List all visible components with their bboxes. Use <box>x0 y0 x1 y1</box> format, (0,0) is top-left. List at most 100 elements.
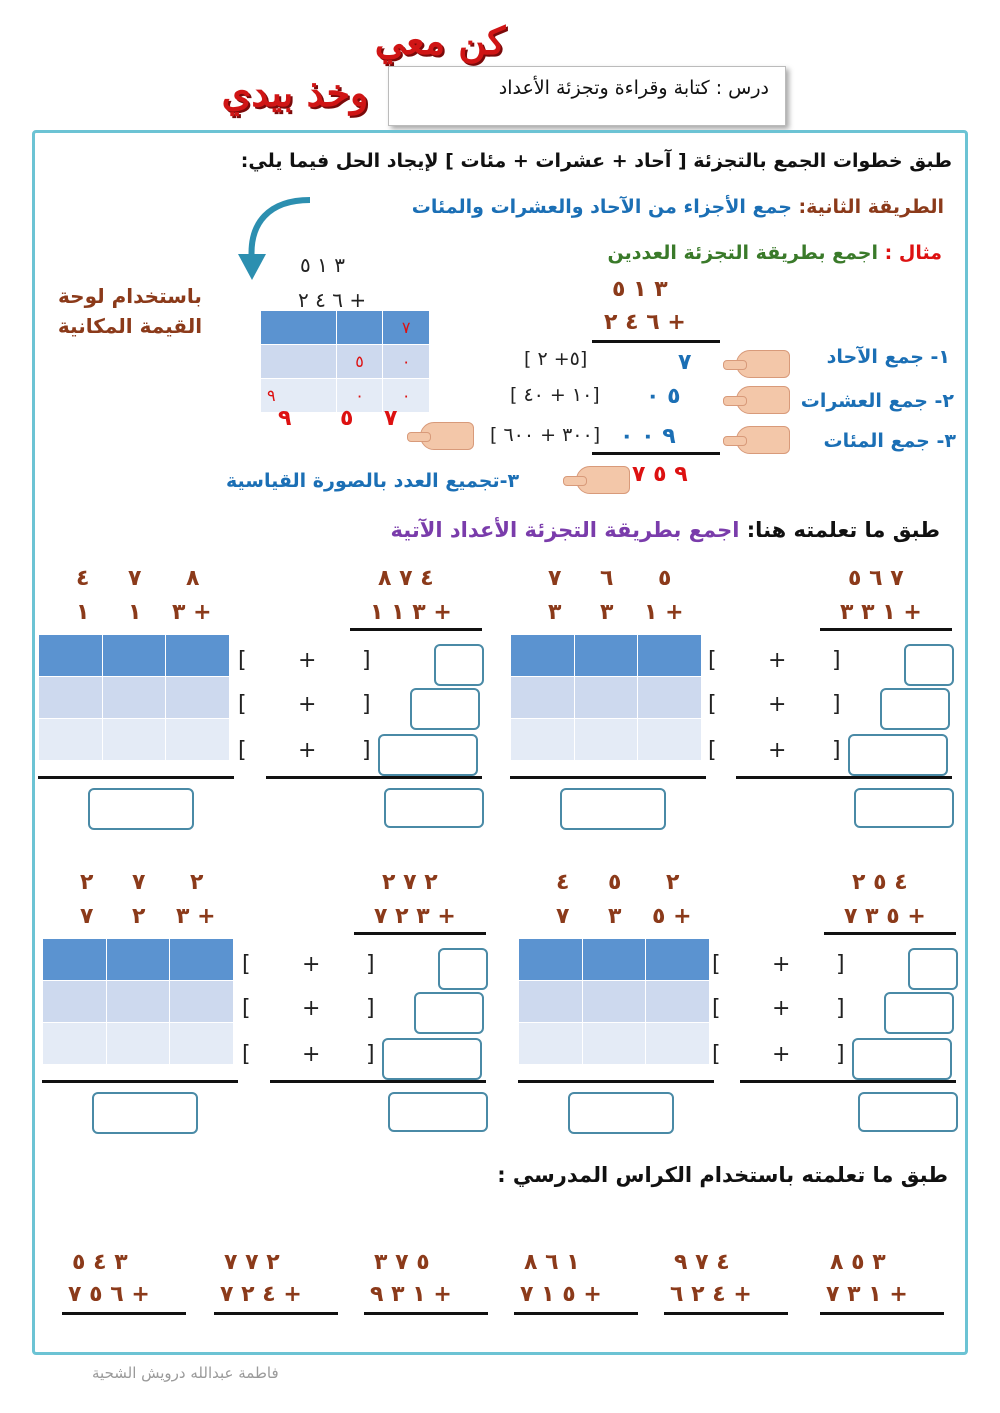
example-line: مثال : اجمع بطريقة التجزئة العددين <box>608 242 942 264</box>
pv-cell[interactable] <box>42 938 107 981</box>
plus-sign: + <box>298 692 317 717</box>
practice-num1: ٤ ٥ ٢ <box>852 870 908 895</box>
pv-cell[interactable] <box>645 980 710 1023</box>
pv-cell[interactable] <box>645 1022 710 1065</box>
pv-cell[interactable] <box>573 718 639 761</box>
answer-box[interactable] <box>378 734 478 776</box>
pv-cell[interactable] <box>42 1022 107 1065</box>
answer-box[interactable] <box>848 734 948 776</box>
bracket-open: [ <box>712 1042 721 1067</box>
pv-num-hundreds: ٧ <box>556 904 570 929</box>
pv-num-ones: ٥ <box>658 566 672 591</box>
pv-example-num1: ٣ ١ ٥ <box>300 253 345 277</box>
pv-cell[interactable] <box>518 980 583 1023</box>
step2-value: ٥ ٠ <box>646 384 681 409</box>
step3-expr: [ ٣٠٠ + ٦٠٠] <box>490 424 601 446</box>
answer-box-total[interactable] <box>568 1092 674 1134</box>
answer-box-total[interactable] <box>92 1092 198 1134</box>
worksheet-frame <box>32 130 968 1355</box>
pv-cell[interactable] <box>581 980 647 1023</box>
textbook-num2: ٦ ٥ ٧ + <box>68 1282 150 1307</box>
pv-num-hundreds: ١ <box>76 600 90 625</box>
answer-box[interactable] <box>908 948 958 990</box>
pv-cell[interactable] <box>573 634 639 677</box>
answer-box[interactable] <box>852 1038 952 1080</box>
textbook-num2: ١ ٣ ٧ + <box>826 1282 908 1307</box>
answer-box[interactable] <box>414 992 484 1034</box>
pv-cell[interactable] <box>518 938 583 981</box>
practice-sum-line <box>266 776 482 779</box>
pv-sum-line <box>38 776 234 779</box>
pv-cell[interactable] <box>101 634 167 677</box>
answer-box[interactable] <box>438 948 488 990</box>
answer-box[interactable] <box>410 688 480 730</box>
answer-box-total[interactable] <box>560 788 666 830</box>
logo-line-2: وخذ بيدي <box>221 70 369 115</box>
answer-box[interactable] <box>434 644 484 686</box>
pv-cell[interactable] <box>581 1022 647 1065</box>
pv-cell[interactable] <box>165 718 230 761</box>
pv-result-tens: ٥ <box>340 406 354 431</box>
method-label: الطريقة الثانية: <box>798 196 944 218</box>
pv-cell: ٩ <box>260 378 337 413</box>
pv-cell[interactable] <box>510 634 575 677</box>
author-signature: فاطمة عبدالله درويش الشحية <box>92 1364 279 1382</box>
pv-cell[interactable] <box>518 1022 583 1065</box>
answer-box[interactable] <box>880 688 950 730</box>
curved-arrow-icon <box>238 197 311 280</box>
pointing-hand-icon <box>723 350 790 378</box>
bracket-open: [ <box>712 952 721 977</box>
pv-num-tens: ٣ <box>608 904 622 929</box>
answer-box-total[interactable] <box>88 788 194 830</box>
bracket-open: [ <box>708 648 717 673</box>
bracket-open: [ <box>242 996 251 1021</box>
textbook-sum-line <box>214 1312 338 1315</box>
answer-box[interactable] <box>382 1038 482 1080</box>
answer-box-total[interactable] <box>854 788 954 828</box>
answer-box-total[interactable] <box>858 1092 958 1132</box>
pv-cell[interactable] <box>38 676 103 719</box>
practice-sum-line <box>740 1080 956 1083</box>
pv-cell[interactable] <box>637 676 702 719</box>
answer-box[interactable] <box>904 644 954 686</box>
pv-sum-line <box>510 776 706 779</box>
pv-cell[interactable] <box>573 676 639 719</box>
pv-cell[interactable] <box>169 980 234 1023</box>
pv-cell[interactable] <box>169 1022 234 1065</box>
bracket-close: ] <box>832 738 841 763</box>
pv-cell[interactable] <box>105 980 171 1023</box>
pv-num-tens: ٣ <box>600 600 614 625</box>
example-num2: ٦ ٤ ٢ + <box>604 310 686 335</box>
practice-heading-label: طبق ما تعلمته هنا: <box>746 518 940 542</box>
pv-example-num2: ٦ ٤ ٢ + <box>298 288 367 312</box>
pv-cell[interactable] <box>105 1022 171 1065</box>
example-sum-line <box>592 340 720 343</box>
pv-num-tens: ٧ <box>128 566 142 591</box>
example-num1: ٣ ١ ٥ <box>612 277 668 302</box>
answer-box-total[interactable] <box>388 1092 488 1132</box>
plus-sign: + <box>772 1042 791 1067</box>
pv-cell[interactable] <box>42 980 107 1023</box>
pv-cell[interactable] <box>510 718 575 761</box>
pv-cell[interactable] <box>38 634 103 677</box>
pv-cell[interactable] <box>581 938 647 981</box>
answer-box-total[interactable] <box>384 788 484 828</box>
pv-cell[interactable] <box>637 634 702 677</box>
pv-cell[interactable] <box>101 718 167 761</box>
pv-cell[interactable] <box>637 718 702 761</box>
answer-box[interactable] <box>884 992 954 1034</box>
pv-cell[interactable] <box>105 938 171 981</box>
pv-cell[interactable] <box>510 676 575 719</box>
pv-cell[interactable] <box>38 718 103 761</box>
pv-cell[interactable] <box>645 938 710 981</box>
step1-expr: [ ٥+ ٢] <box>524 348 588 370</box>
pv-cell[interactable] <box>165 676 230 719</box>
textbook-sum-line <box>664 1312 788 1315</box>
pv-cell[interactable] <box>101 676 167 719</box>
pv-num-tens: ١ <box>128 600 142 625</box>
pv-label-2: القيمة المكانية <box>57 314 203 338</box>
pv-cell[interactable] <box>165 634 230 677</box>
pv-cell <box>335 310 384 345</box>
pv-cell[interactable] <box>169 938 234 981</box>
bracket-open: [ <box>708 692 717 717</box>
